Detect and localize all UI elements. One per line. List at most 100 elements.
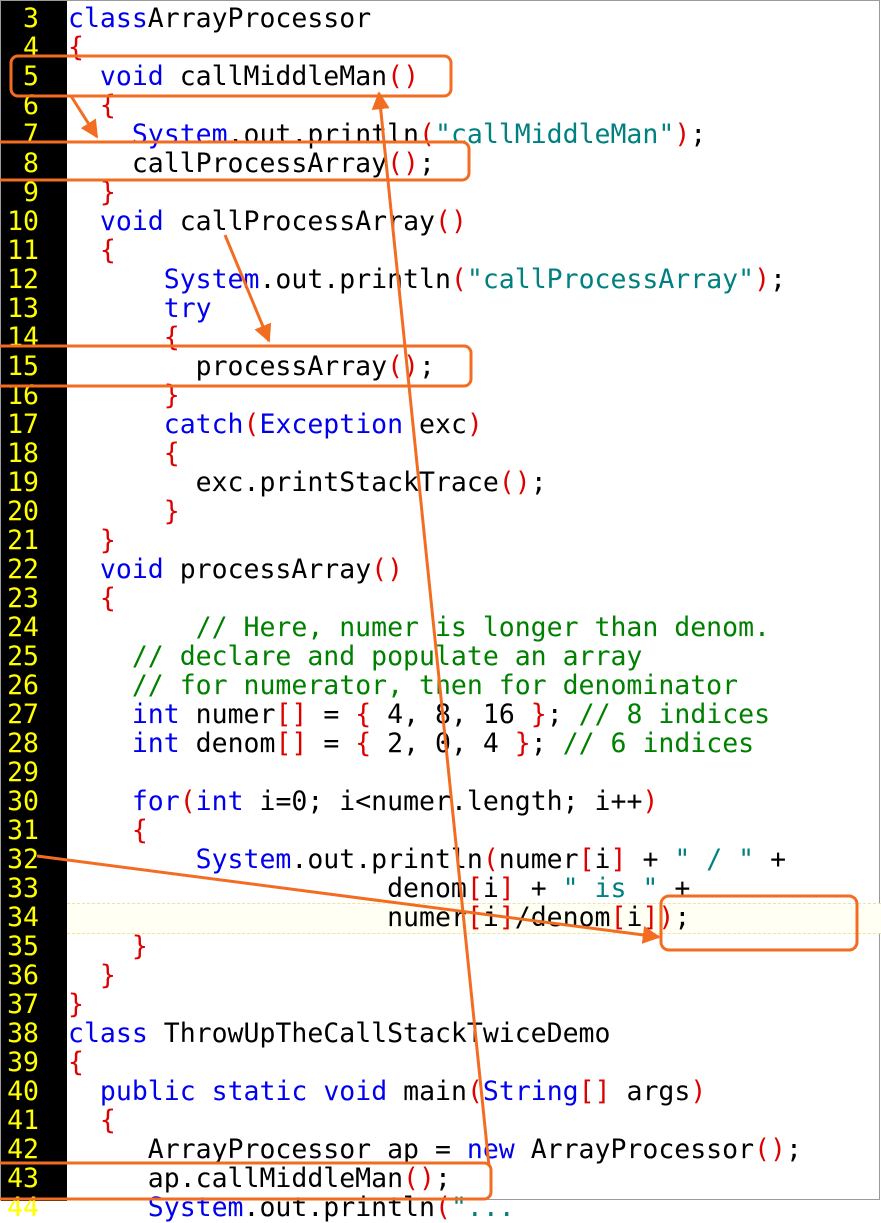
code-token: ( (466, 1076, 483, 1107)
code-token: () (403, 1163, 435, 1194)
code-text: } (68, 990, 84, 1019)
code-token: i (594, 844, 611, 875)
code-token: [ (466, 873, 483, 904)
code-token: ArrayProcessor (147, 3, 372, 34)
code-line: 42 ArrayProcessor ap = new ArrayProcesso… (1, 1135, 881, 1164)
line-number: 23 (7, 583, 39, 614)
code-text: { (68, 439, 180, 468)
code-line: 27 int numer[] = { 4, 8, 16 }; // 8 indi… (1, 700, 881, 729)
code-token: = (307, 728, 356, 759)
code-line: 23 { (1, 584, 881, 613)
code-token: ) (690, 1076, 707, 1107)
code-token: [] (275, 728, 308, 759)
code-token: ( (482, 844, 499, 875)
code-line: 24 // Here, numer is longer than denom. (1, 613, 881, 642)
code-text: } (68, 961, 116, 990)
code-token: processArray (68, 351, 388, 382)
code-line: 12 System.out.println("callProcessArray"… (1, 265, 881, 294)
line-number: 27 (7, 699, 39, 730)
code-token: ; (770, 264, 787, 295)
highlight-box-callmiddleman-call (0, 1161, 493, 1201)
code-line: 5 void callMiddleMan() (1, 62, 881, 91)
line-number: 33 (7, 873, 39, 904)
code-token: ThrowUpTheCallStackTwiceDemo (147, 1018, 611, 1049)
code-token: } (99, 525, 116, 556)
highlight-box-callprocessarray-call (0, 140, 471, 182)
code-token: ; (785, 1134, 802, 1165)
code-token: ; (434, 1163, 451, 1194)
code-token: .out.println (227, 119, 420, 150)
code-text: System.out.println(numer[i] + " / " + (68, 845, 786, 874)
code-token: " / " (674, 844, 755, 875)
line-number: 21 (7, 525, 39, 556)
code-token: } (99, 960, 116, 991)
code-token: exc.printStackTrace (68, 467, 499, 498)
code-token: new (466, 1134, 515, 1165)
line-number: 11 (7, 235, 39, 266)
line-number: 43 (7, 1163, 39, 1194)
code-token: { (355, 728, 372, 759)
code-token: } (163, 496, 180, 527)
code-token: ArrayProcessor (514, 1134, 755, 1165)
code-text: int denom[] = { 2, 0, 4 }; // 6 indices (68, 729, 754, 758)
code-token: ; (530, 467, 547, 498)
code-token: // Here, numer is longer than denom. (195, 612, 770, 643)
line-number: 6 (23, 90, 39, 121)
code-token: i (482, 873, 499, 904)
line-number: 31 (7, 815, 39, 846)
code-line: 11 { (1, 236, 881, 265)
line-number: 29 (7, 757, 39, 788)
code-text: ap.callMiddleMan(); (68, 1164, 451, 1193)
line-number-gutter (1, 1, 67, 1201)
code-token: () (387, 148, 420, 179)
arrow-to-line-8 (69, 95, 99, 139)
code-token: ArrayProcessor ap = (68, 1134, 467, 1165)
code-token: // for numerator, then for denominator (131, 670, 739, 701)
code-line: 28 int denom[] = { 2, 0, 4 }; // 6 indic… (1, 729, 881, 758)
line-number: 37 (7, 989, 39, 1020)
line-number: 35 (7, 931, 39, 962)
code-token: try (163, 293, 212, 324)
code-token: + (754, 844, 787, 875)
code-token: { (99, 90, 116, 121)
line-number: 42 (7, 1134, 39, 1165)
code-token: i (482, 902, 499, 933)
code-token: () (387, 61, 420, 92)
line-number: 15 (7, 351, 39, 382)
code-token: { (99, 583, 116, 614)
code-token: callProcessArray (68, 148, 388, 179)
highlight-box-processarray-call (0, 344, 473, 388)
code-line: 9 } (1, 178, 881, 207)
code-token: "callMiddleMan" (434, 119, 675, 150)
code-token: ( (243, 409, 260, 440)
code-token: exc (403, 409, 467, 440)
line-number: 19 (7, 467, 39, 498)
code-text: { (68, 91, 116, 120)
code-token: } (530, 699, 547, 730)
code-token: { (68, 1047, 84, 1078)
line-number: 25 (7, 641, 39, 672)
code-line: 15 processArray(); (1, 352, 881, 381)
code-token: ( (179, 786, 196, 817)
code-token: { (99, 1105, 116, 1136)
code-line: 13 try (1, 294, 881, 323)
highlight-box-callmiddleman-decl (9, 54, 453, 98)
code-token: main (387, 1076, 467, 1107)
code-text: void callMiddleMan() (68, 62, 419, 91)
code-token: [ (610, 902, 627, 933)
code-token: ) (754, 264, 771, 295)
code-token: void (323, 1076, 388, 1107)
code-token: ] (610, 844, 627, 875)
code-token: + (626, 844, 675, 875)
code-token: [ (578, 844, 595, 875)
code-token: [] (578, 1076, 611, 1107)
code-token: ) (674, 119, 691, 150)
code-token: static (211, 1076, 308, 1107)
code-token: int (195, 786, 244, 817)
code-token: processArray (163, 554, 372, 585)
code-token: String (482, 1076, 579, 1107)
line-number: 9 (23, 177, 39, 208)
line-number: 5 (23, 61, 39, 92)
code-token: ; (419, 351, 435, 382)
